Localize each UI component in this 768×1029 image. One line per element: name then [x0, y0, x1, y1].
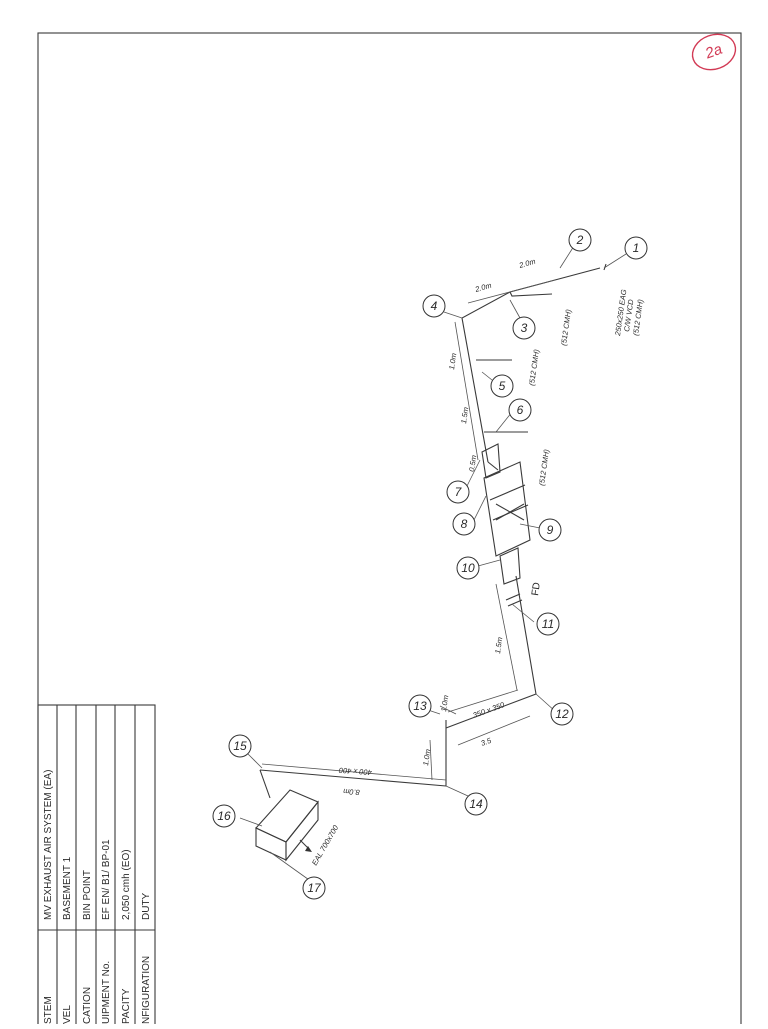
svg-text:13: 13: [413, 699, 427, 713]
flow-node-6: (512 CMH): [537, 448, 551, 486]
dim-2-0m-b: 2.0m: [473, 281, 492, 295]
dim-1-0m-b: 1.0m: [439, 695, 450, 713]
node-4: 4: [422, 294, 446, 318]
dim-2-0m-a: 2.0m: [517, 257, 536, 271]
node-1: 1: [624, 236, 648, 260]
tb-value-level: BASEMENT 1: [62, 856, 73, 920]
dim-1-0m: 1.0m: [447, 353, 458, 371]
dim-3-5: 3.5: [480, 736, 494, 748]
tb-label-capacity: PACITY: [121, 988, 132, 1024]
dim-0-5m: 0.5m: [467, 455, 478, 473]
node-13: 13: [408, 694, 432, 718]
tb-label-level: VEL: [62, 1005, 73, 1024]
node-15: 15: [228, 734, 252, 758]
exhaust-outlet-box: [255, 789, 319, 862]
svg-text:17: 17: [307, 881, 322, 895]
svg-text:15: 15: [233, 739, 247, 753]
node-10: 10: [456, 556, 480, 580]
exhaust-outlet-label: EAL 700x700: [310, 823, 341, 867]
svg-text:11: 11: [542, 617, 554, 631]
tb-value-equipment: EF EN/ B1/ BP-01: [101, 839, 112, 920]
svg-text:7: 7: [455, 485, 463, 499]
svg-text:16: 16: [217, 809, 231, 823]
fire-damper-label: FD: [530, 582, 543, 597]
svg-text:8: 8: [461, 517, 468, 531]
tb-value-capacity: 2,050 cmh (EO): [121, 849, 132, 920]
tb-value-configuration: DUTY: [141, 892, 152, 920]
tb-value-system: MV EXHAUST AIR SYSTEM (EA): [43, 770, 54, 920]
svg-text:2: 2: [576, 233, 584, 247]
dim-1-0m-c: 1.0m: [421, 749, 432, 767]
svg-text:9: 9: [547, 523, 554, 537]
sheet-mark: 2a: [691, 33, 737, 71]
node-6: 6: [508, 398, 532, 422]
svg-text:3: 3: [521, 321, 528, 335]
node-14: 14: [464, 792, 488, 816]
sheet-border: [37, 32, 742, 1029]
svg-text:6: 6: [517, 403, 524, 417]
node-11: 11: [536, 612, 560, 636]
dim-1-5m-a: 1.5m: [459, 407, 470, 425]
flow-node-5: (512 CMH): [527, 348, 541, 386]
sheet-mark-text: 2a: [702, 41, 724, 63]
dim-1-5m-b: 1.5m: [493, 637, 504, 655]
title-block: STEM MV EXHAUST AIR SYSTEM (EA) VEL BASE…: [37, 704, 156, 1029]
svg-text:14: 14: [469, 797, 483, 811]
exhaust-fan: [483, 461, 531, 557]
node-17: 17: [302, 876, 326, 900]
duct-size-400: 400 x 400: [338, 766, 372, 777]
svg-text:10: 10: [461, 561, 475, 575]
node-12: 12: [550, 702, 574, 726]
svg-text:5: 5: [499, 379, 506, 393]
svg-text:12: 12: [555, 707, 569, 721]
tb-label-location: CATION: [82, 987, 93, 1024]
svg-text:4: 4: [431, 299, 438, 313]
node-7: 7: [446, 480, 470, 504]
tb-label-configuration: NFIGURATION: [141, 956, 152, 1024]
node-5: 5: [490, 374, 514, 398]
node-8: 8: [452, 512, 476, 536]
node-bubbles: 1 2 3 4 5 6 7 8 9 10 11 12 13 14 15 16 1…: [212, 228, 648, 900]
node-9: 9: [538, 518, 562, 542]
leader-lines: [239, 245, 627, 883]
duct-network: [259, 263, 607, 799]
node-3: 3: [512, 316, 536, 340]
tb-value-location: BIN POINT: [82, 870, 93, 920]
node-16: 16: [212, 804, 236, 828]
tb-label-system: STEM: [43, 996, 54, 1024]
tb-label-equipment: UIPMENT No.: [101, 961, 112, 1024]
svg-text:1: 1: [633, 241, 640, 255]
node-2: 2: [568, 228, 592, 252]
dim-8-0m: 8.0m: [343, 787, 360, 797]
flow-node-3: (512 CMH): [559, 308, 573, 346]
